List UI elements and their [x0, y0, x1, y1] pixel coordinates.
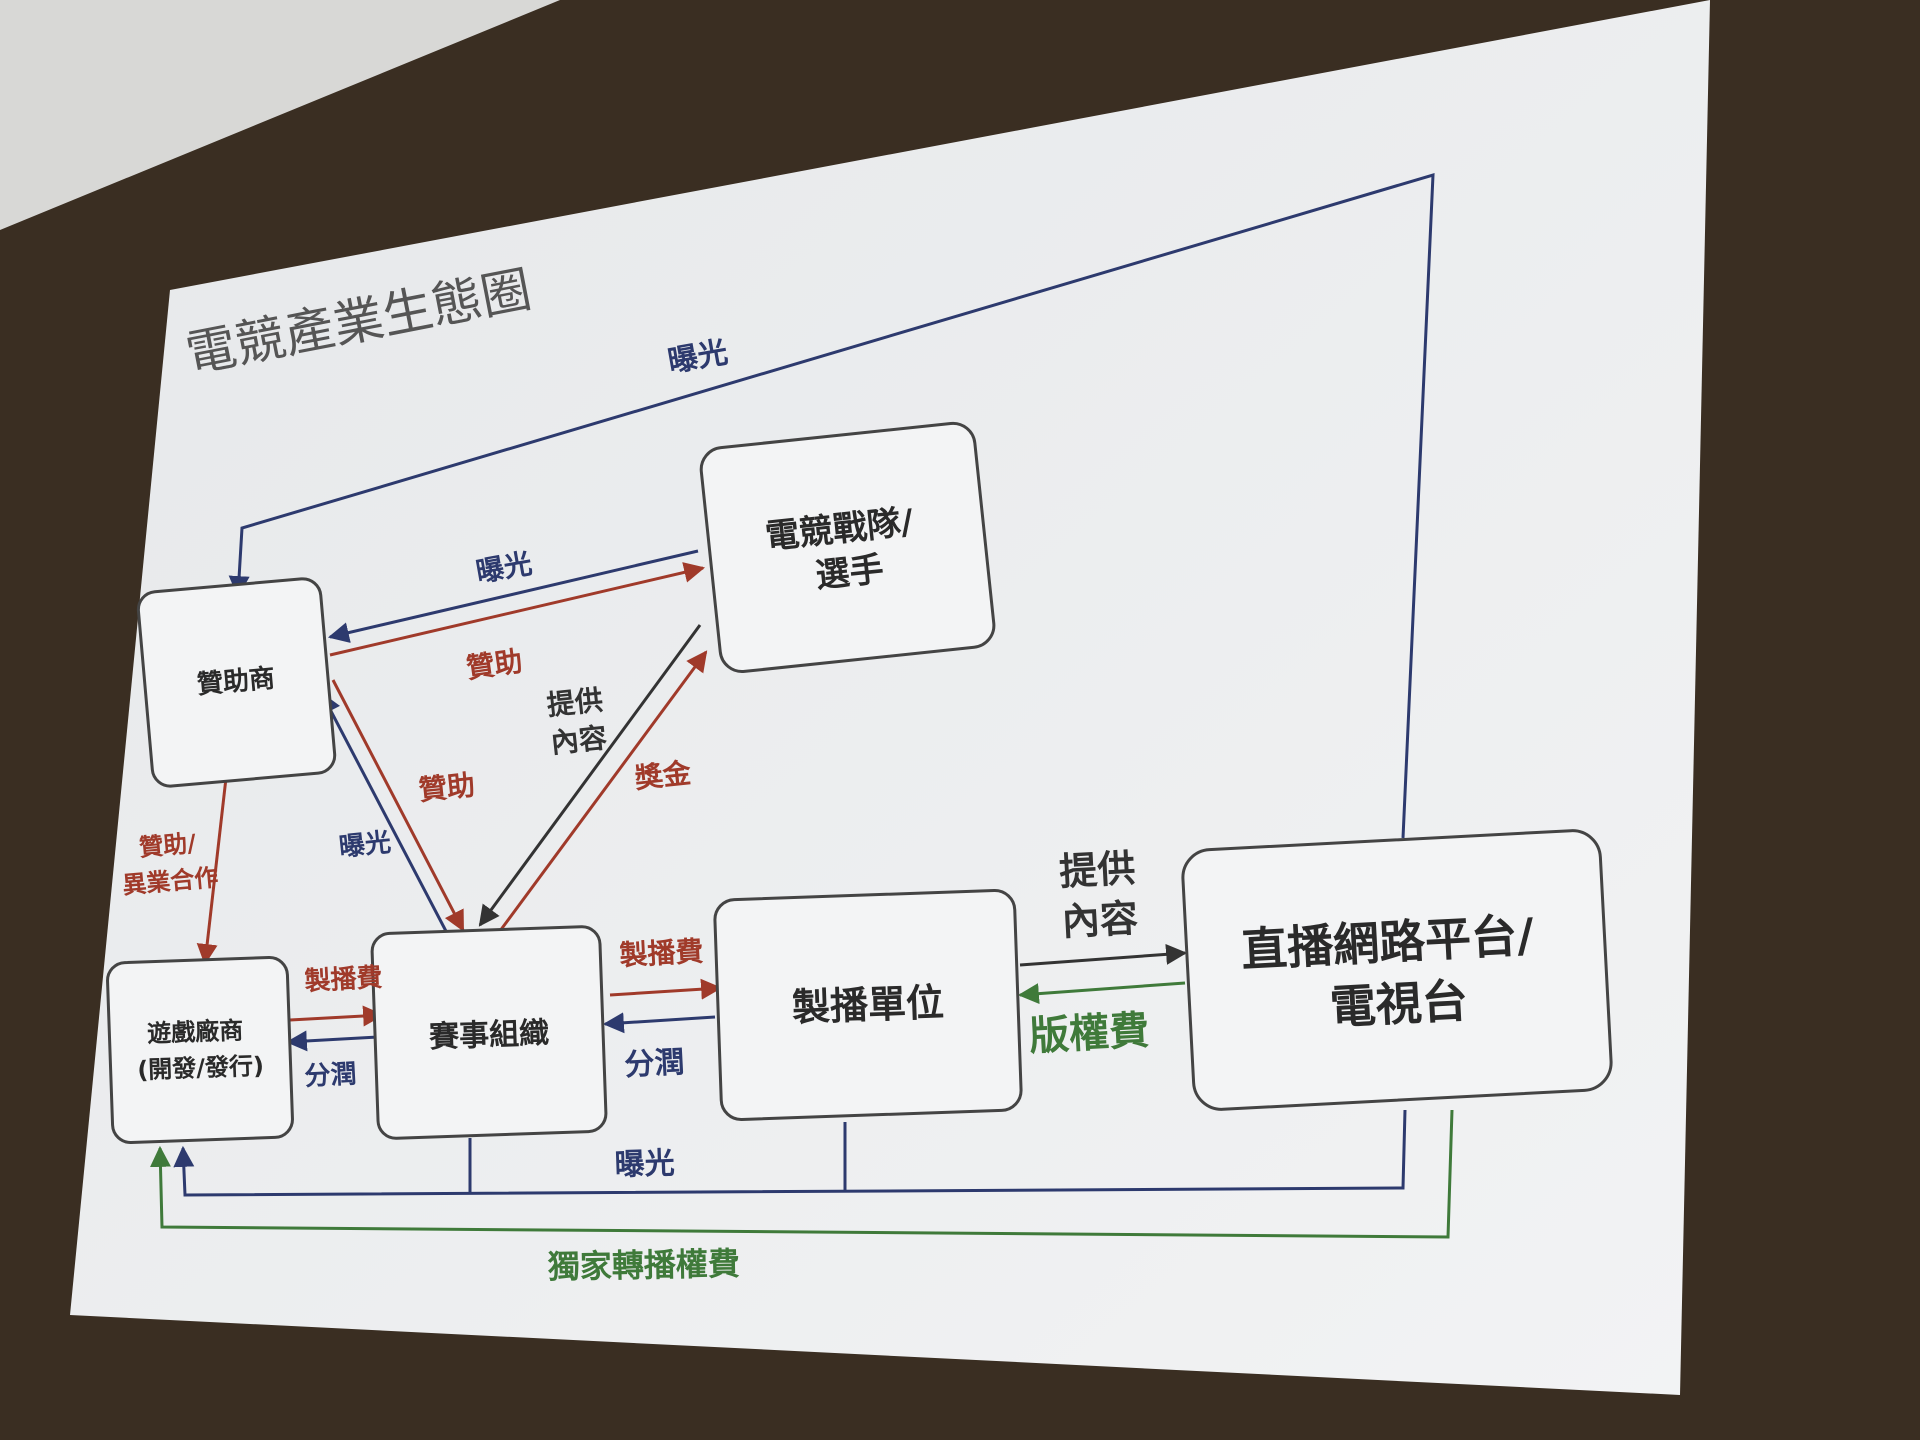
label-sponsor-publisher-1: 贊助/ [138, 829, 197, 862]
node-publisher-line1: 遊戲廠商 [147, 1016, 244, 1047]
edge-exclusive-rights [149, 1109, 1454, 1239]
edge-organizer-production-fee [609, 978, 723, 1000]
node-organizer-label: 賽事組織 [429, 1016, 550, 1055]
svg-text:版權費: 版權費 [1028, 1008, 1150, 1060]
label-publisher-organizer-fee: 製播費 [304, 963, 383, 997]
edge-production-organizer-share [602, 1012, 716, 1034]
label-organizer-team-prize: 獎金 [633, 756, 693, 795]
label-production-platform-content-2: 內容 [1061, 896, 1139, 944]
ceiling-area [0, 0, 560, 230]
svg-text:遊戲廠商 (開發/發行): 遊戲廠商 (開發/發行) [136, 1016, 265, 1084]
node-production: 製播單位 [713, 889, 1023, 1121]
edge-sponsor-publisher [196, 777, 228, 966]
node-platform: 直播網路平台/ 電視台 [1181, 829, 1613, 1111]
label-production-platform-content-1: 提供 [1058, 846, 1136, 894]
svg-text:贊助商: 贊助商 [196, 663, 276, 701]
edge-platform-production-rights [1017, 981, 1186, 1005]
svg-text:贊助: 贊助 [417, 768, 476, 807]
node-team-line2: 選手 [814, 549, 886, 596]
label-platform-production-rights: 版權費 [1028, 1008, 1150, 1060]
label-organizer-sponsor-exposure: 曝光 [338, 828, 393, 863]
svg-text:製播費: 製播費 [304, 963, 383, 997]
node-game-publisher: 遊戲廠商 (開發/發行) [106, 956, 294, 1144]
svg-text:製播費: 製播費 [619, 935, 705, 972]
svg-text:曝光: 曝光 [614, 1146, 675, 1183]
edge-sponsor-team-sponsorship [329, 562, 706, 657]
edge-exposure-bottom [173, 1109, 1407, 1197]
label-production-organizer-share: 分潤 [624, 1045, 686, 1083]
label-organizer-team-content-2: 內容 [549, 721, 608, 760]
node-publisher-line2: (開發/發行) [137, 1052, 265, 1084]
svg-text:獎金: 獎金 [633, 756, 693, 795]
edge-production-platform-content [1019, 943, 1188, 967]
label-exposure-bottom: 曝光 [614, 1146, 675, 1183]
svg-text:賽事組織: 賽事組織 [429, 1016, 550, 1055]
svg-text:曝光: 曝光 [338, 828, 393, 863]
edge-publisher-organizer-fee [289, 1005, 385, 1027]
node-sponsor-label: 贊助商 [196, 663, 276, 701]
svg-text:贊助: 贊助 [464, 644, 524, 684]
svg-text:製播單位: 製播單位 [791, 980, 944, 1029]
node-organizer: 賽事組織 [370, 925, 608, 1140]
edge-organizer-team-content [478, 624, 702, 927]
svg-text:提供 內容: 提供 內容 [545, 682, 618, 759]
label-sponsor-team-sponsorship: 贊助 [464, 644, 524, 684]
label-organizer-publisher-share: 分潤 [304, 1059, 358, 1092]
svg-text:獨家轉播權費: 獨家轉播權費 [547, 1245, 740, 1286]
svg-text:提供 內容: 提供 內容 [1058, 845, 1152, 944]
edge-organizer-team-prize [495, 650, 708, 936]
label-organizer-team-content-1: 提供 [545, 683, 604, 722]
node-platform-line2: 電視台 [1328, 973, 1469, 1034]
node-sponsor: 贊助商 [136, 577, 337, 788]
edge-team-sponsor-exposure [327, 549, 699, 643]
edge-exposure-top [228, 172, 1435, 839]
svg-text:分潤: 分潤 [624, 1045, 686, 1083]
label-sponsor-organizer-sponsorship: 贊助 [417, 768, 476, 807]
svg-text:分潤: 分潤 [304, 1059, 358, 1092]
label-organizer-production-fee: 製播費 [619, 935, 705, 972]
node-production-label: 製播單位 [791, 980, 944, 1029]
label-exclusive-rights: 獨家轉播權費 [547, 1245, 740, 1286]
node-team: 電競戰隊/ 選手 [699, 421, 996, 674]
edge-organizer-publisher-share [285, 1030, 379, 1052]
edge-organizer-sponsor-exposure [320, 692, 450, 936]
edge-sponsor-organizer-sponsorship [331, 679, 465, 932]
